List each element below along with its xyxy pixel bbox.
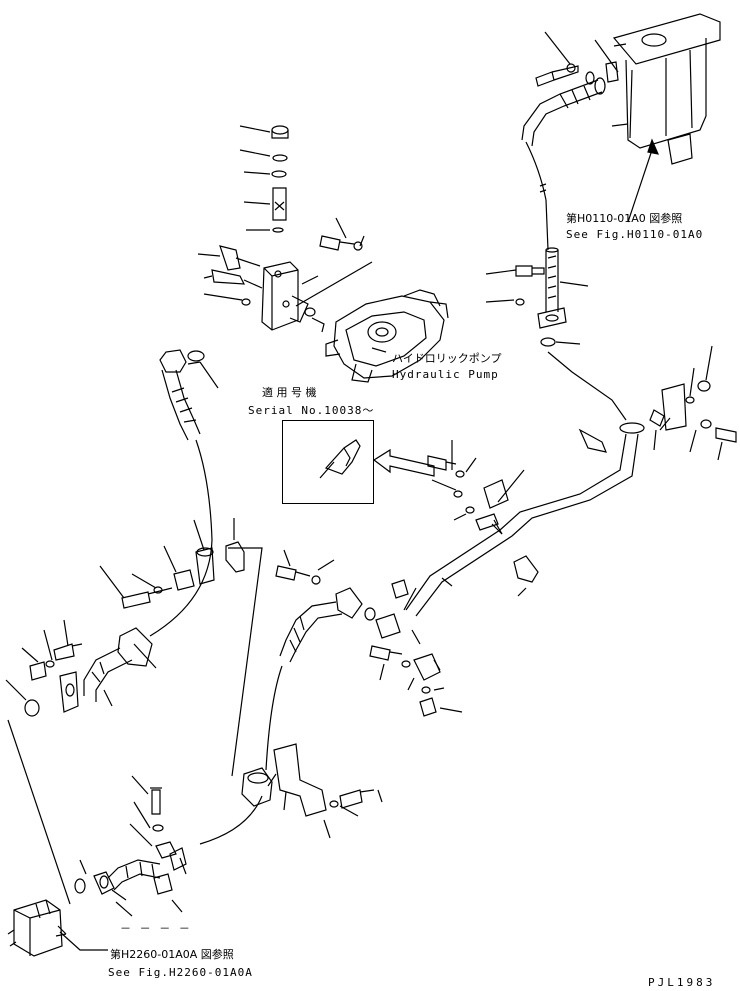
bottom-hose [75,860,160,916]
fitting-stack [198,126,318,330]
vertical-pipe [486,248,588,346]
pump-leader [372,348,386,352]
leader-tank-ref [628,140,658,222]
lower-mid-clamps [370,580,462,716]
ref-top-right-en: See Fig.H0110-01A0 [566,228,704,241]
hydraulic-pump [312,290,448,382]
long-pipe [406,352,644,616]
middle-clamps [428,440,538,596]
dash-marks: － － － － [120,922,191,935]
leader-valve-ref [56,926,66,936]
tank-assembly [606,14,720,164]
lower-left-fittings [130,776,186,912]
serial-label-en: Serial No.10038～ [248,404,375,417]
left-mid-hose [6,620,156,904]
left-mid-fittings [100,518,262,776]
pump-label-en: Hydraulic Pump [392,368,499,381]
control-valve [8,900,108,956]
direction-arrow [374,450,434,476]
tank-hose [522,78,605,250]
ref-top-right-jp: 第H0110-01A0 図参照 [566,212,683,225]
tank-bolt [536,32,626,86]
ref-bottom-en: See Fig.H2260-01A0A [108,966,253,979]
lower-bracket [200,744,382,844]
left-upper-hose [150,350,218,636]
ref-bottom-jp: 第H2260-01A0A 図参照 [110,948,234,961]
serial-inset-box [282,420,374,504]
serial-label-jp: 適 用 号 機 [262,386,317,399]
stack-bolt [296,218,372,306]
center-hose [266,550,375,770]
pump-label-jp: ハイドロリックポンプ [392,352,502,365]
serial-inset-part [320,440,360,478]
right-bracket [650,346,736,460]
drawing-id: PJL1983 [648,976,716,989]
